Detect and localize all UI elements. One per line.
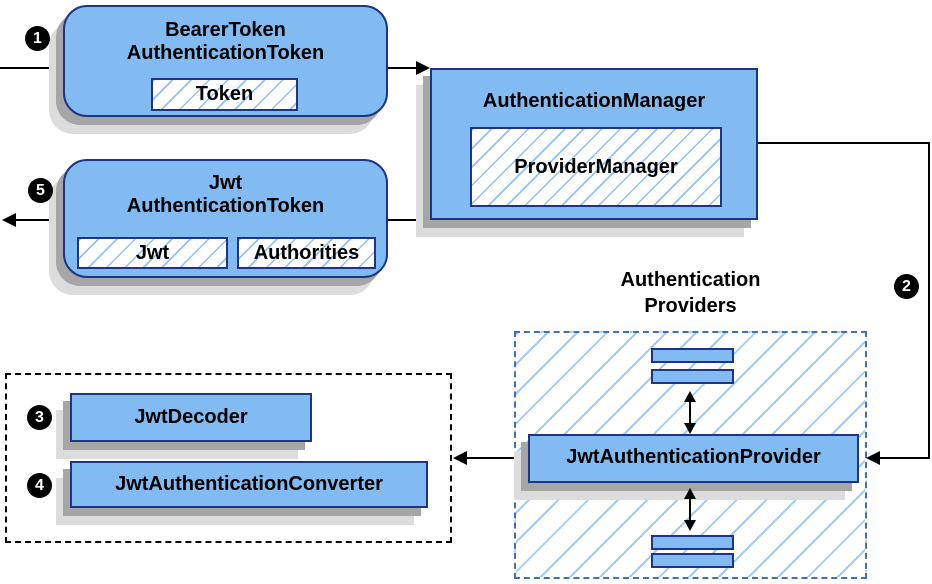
double-arrow-top-up — [684, 391, 696, 402]
arrowhead-to-resolver-group — [453, 451, 467, 465]
chip-provider-manager: ProviderManager — [470, 127, 722, 207]
node-bearer-token-authentication-token: BearerToken AuthenticationToken — [63, 5, 388, 117]
bearer-token-title-line2: AuthenticationToken — [126, 42, 325, 64]
arrowhead-to-jwt-authentication-provider — [866, 451, 880, 465]
double-arrow-top-down — [684, 423, 696, 434]
authentication-providers-label-line2: Providers — [644, 295, 737, 317]
step-badge-2: 2 — [894, 274, 919, 299]
chip-jwt: Jwt — [77, 237, 228, 269]
flow-line-provider-to-decoder — [466, 457, 530, 459]
double-arrow-bottom-shaft — [689, 497, 691, 525]
flow-line-step2-top — [758, 142, 930, 144]
step-badge-5: 5 — [28, 178, 53, 203]
node-jwt-decoder: JwtDecoder — [70, 393, 312, 442]
jwt-token-title-line2: AuthenticationToken — [126, 195, 325, 217]
authentication-providers-label: Authentication Providers — [514, 267, 867, 319]
double-arrow-bottom-down — [684, 520, 696, 531]
jwt-token-title-line1: Jwt — [208, 172, 243, 194]
provider-placeholder-bar — [651, 553, 734, 568]
flow-line-step2-bottom — [878, 457, 930, 459]
node-jwt-authentication-converter: JwtAuthenticationConverter — [70, 461, 428, 508]
jwt-authentication-provider-title: JwtAuthenticationProvider — [566, 446, 821, 468]
arrowhead-result-left — [2, 213, 16, 227]
flow-line-step2-vertical — [928, 142, 930, 459]
step-badge-1: 1 — [25, 26, 50, 51]
step-badge-4: 4 — [27, 473, 52, 498]
jwt-authentication-converter-title: JwtAuthenticationConverter — [115, 473, 383, 495]
provider-placeholder-bar — [651, 369, 734, 384]
chip-authorities: Authorities — [237, 237, 376, 269]
bearer-token-title-line1: BearerToken — [165, 19, 286, 41]
step-badge-3: 3 — [27, 405, 52, 430]
double-arrow-bottom-up — [684, 488, 696, 499]
chip-token: Token — [151, 78, 298, 111]
node-jwt-authentication-provider: JwtAuthenticationProvider — [528, 434, 859, 483]
arrowhead-to-authentication-manager — [416, 61, 430, 75]
double-arrow-top-shaft — [689, 400, 691, 428]
authentication-manager-title: AuthenticationManager — [482, 90, 706, 112]
jwt-decoder-title: JwtDecoder — [134, 406, 248, 428]
provider-placeholder-bar — [651, 348, 734, 363]
provider-placeholder-bar — [651, 535, 734, 550]
authentication-providers-label-line1: Authentication — [620, 269, 761, 291]
